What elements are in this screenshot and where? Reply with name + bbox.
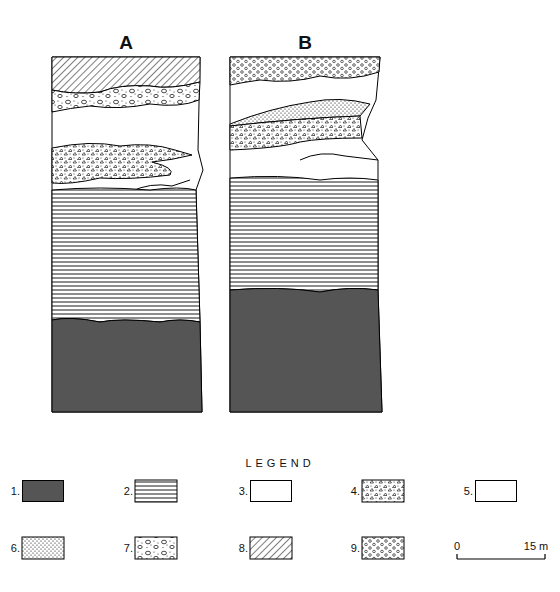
legend-number: 8. [239,543,248,554]
layer-4 [52,143,192,183]
swatch-2 [135,480,177,502]
legend-number: 1. [11,486,20,497]
layer-7 [52,82,200,112]
layer-white [52,57,203,412]
scale-value: 0 [454,541,460,552]
layer-2 [52,188,200,322]
layer-boundary [300,154,378,160]
layer-white [230,57,382,412]
scale-bar [457,554,545,559]
column-b [230,57,382,412]
scale-value: 15 m [524,541,548,552]
swatch-6 [22,537,64,559]
legend-number: 2. [124,486,133,497]
layer-2 [230,176,378,292]
legend-number: 7. [124,543,133,554]
layer-1 [52,318,202,412]
column-letter: B [298,33,312,52]
layer-1 [230,288,382,412]
legend-heading: LEGEND [245,458,314,469]
swatch-9 [362,537,404,559]
legend-number: 6. [11,543,20,554]
swatch-8 [250,537,292,559]
legend-number: 5. [464,486,473,497]
layer-4 [230,116,362,150]
legend-number: 9. [351,543,360,554]
swatch-4 [362,480,404,502]
swatch-7 [135,537,177,559]
legend-number: 4. [351,486,360,497]
legend-swatch [22,480,64,502]
legend-swatch [475,480,517,502]
legend-swatches [22,480,404,559]
layer-9 [230,57,380,85]
column-letter: A [119,33,133,52]
column-a [52,57,203,412]
legend-swatch [250,480,292,502]
legend-number: 3. [239,486,248,497]
